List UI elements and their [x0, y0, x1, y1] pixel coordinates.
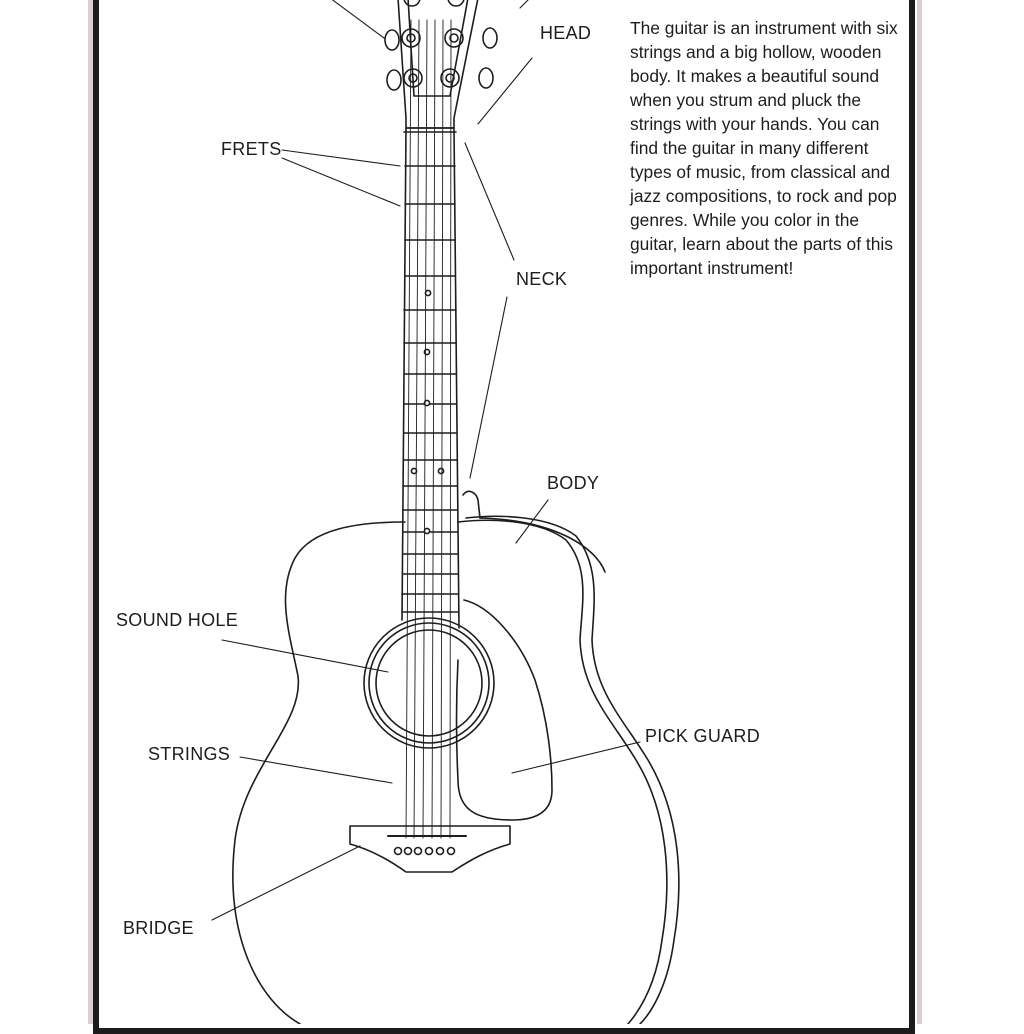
strings — [405, 19, 452, 839]
guitar-head — [384, 0, 498, 129]
label-head: HEAD — [540, 23, 592, 43]
guitar-description: The guitar is an instrument with six str… — [630, 18, 898, 278]
label-body: BODY — [547, 473, 600, 493]
label-bridge: BRIDGE — [123, 918, 194, 938]
bridge — [349, 825, 511, 873]
right-page-edge — [917, 0, 922, 1024]
guitar-body — [232, 490, 680, 1024]
bridge-pins — [393, 846, 456, 856]
frets — [401, 165, 459, 613]
leader-lines — [211, 0, 641, 921]
label-frets: FRETS — [221, 139, 282, 159]
label-sound-hole: SOUND HOLE — [116, 610, 239, 630]
label-neck: NECK — [516, 269, 568, 289]
tuning-pegs — [384, 0, 498, 91]
left-page-edge — [88, 0, 93, 1024]
sound-hole — [363, 617, 495, 749]
label-pick-guard: PICK GUARD — [645, 726, 761, 746]
label-strings: STRINGS — [148, 744, 231, 764]
pick-guard — [455, 599, 553, 821]
